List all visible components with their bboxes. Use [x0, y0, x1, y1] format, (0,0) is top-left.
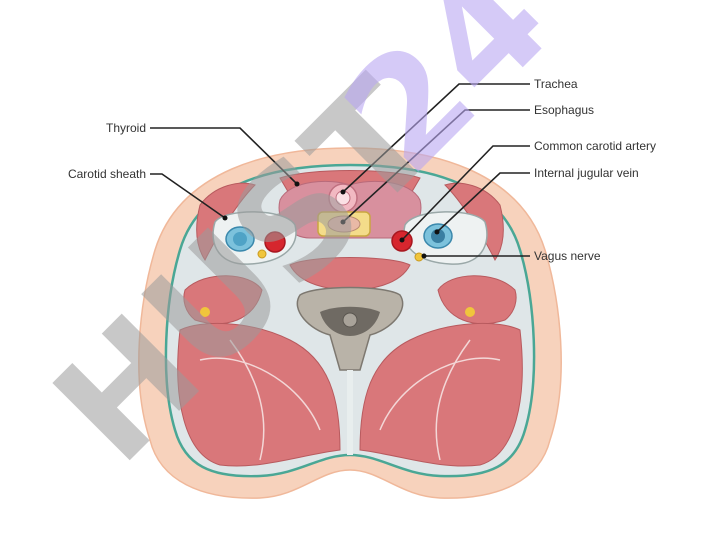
ijv-left-lumen — [233, 232, 247, 246]
spinal-cord — [342, 312, 358, 328]
muscle-septa — [199, 339, 501, 461]
vagus-nerve-left — [257, 249, 267, 259]
label-trachea: Trachea — [534, 77, 578, 91]
common-carotid-artery-left — [264, 231, 286, 253]
leader-dots — [222, 181, 440, 259]
scalene-muscles-right — [437, 275, 517, 325]
prevertebral-muscles — [289, 257, 411, 291]
leader-lines — [150, 83, 530, 257]
label-thyroid: Thyroid — [106, 121, 146, 135]
label-vagus-nerve: Vagus nerve — [534, 249, 601, 263]
label-common-carotid-artery: Common carotid artery — [534, 139, 656, 153]
ijv-right-lumen — [431, 229, 445, 243]
label-carotid-sheath: Carotid sheath — [68, 167, 146, 181]
small-nerve — [200, 307, 210, 317]
small-nerve — [465, 307, 475, 317]
label-esophagus: Esophagus — [534, 103, 594, 117]
label-internal-jugular-vein: Internal jugular vein — [534, 166, 639, 180]
